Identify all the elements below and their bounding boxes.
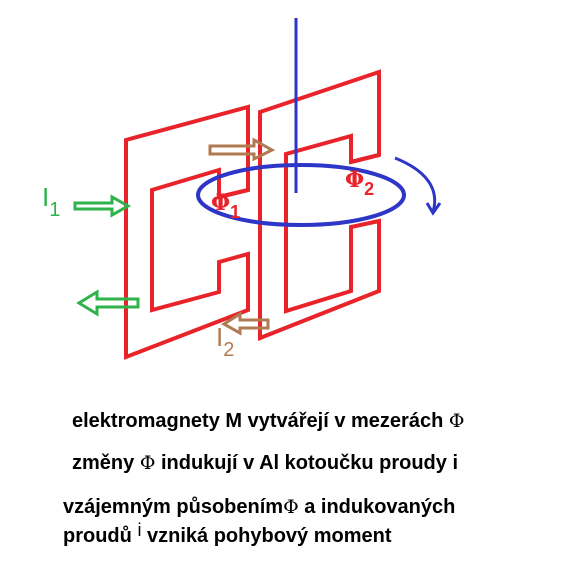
caption-line-4-i: i	[137, 520, 142, 540]
label-phi1: Φ1	[211, 190, 240, 222]
caption-line-2-after: indukují v Al kotoučku proudy	[160, 452, 447, 474]
caption-line-3-after: a indukovaných	[304, 496, 456, 518]
caption-line-1-text: elektromagnety M vytvářejí v mezerách	[72, 410, 444, 432]
caption-line-4: proudů i vzniká pohybový moment	[63, 520, 392, 548]
caption-line-4-after: vzniká pohybový moment	[147, 525, 392, 547]
current-i2-arrow-in	[208, 137, 276, 162]
current-i1-arrow-in	[73, 194, 132, 218]
current-i1-arrow-out	[76, 289, 140, 317]
electromagnet-left	[124, 104, 250, 360]
caption-line-2-before: změny	[72, 452, 135, 474]
caption-line-2-i: i	[452, 452, 459, 474]
electromagnet-right	[258, 69, 381, 341]
caption-line-3: vzájemným působenímΦ a indukovaných	[63, 495, 455, 519]
caption-line-4-before: proudů	[63, 525, 132, 547]
caption-line-1: elektromagnety M vytvářejí v mezerách Φ	[72, 409, 464, 433]
caption-line-2: změny Φ indukují v Al kotoučku proudy i	[72, 451, 458, 475]
current-i2-arrow-out	[221, 311, 270, 336]
al-disk	[196, 163, 406, 227]
label-phi2: Φ2	[345, 167, 374, 199]
caption-line-1-phi: Φ	[448, 410, 465, 432]
caption-line-3-before: vzájemným působením	[63, 496, 284, 518]
caption-line-3-phi: Φ	[283, 496, 299, 518]
label-i1: I1	[42, 182, 60, 221]
rotation-arrow	[394, 156, 442, 216]
caption-line-2-phi: Φ	[139, 452, 156, 474]
label-i2: I2	[216, 322, 234, 361]
